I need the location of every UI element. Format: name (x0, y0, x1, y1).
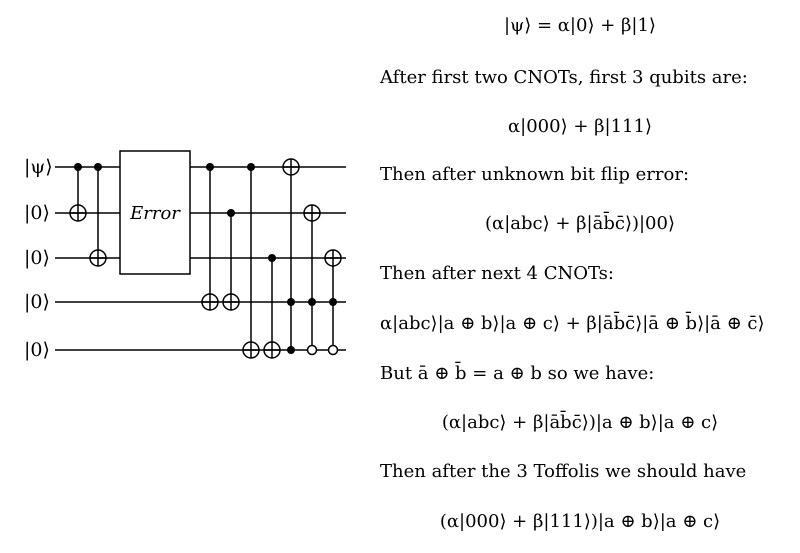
open-control (306, 344, 318, 356)
qubit-label-2: |0⟩ (24, 202, 50, 224)
qubit-label-3: |0⟩ (24, 247, 50, 269)
equation-factored-state: (α|abc⟩ + β|āb̄c̄⟩)|a ⊕ b⟩|a ⊕ c⟩ (441, 412, 719, 433)
control-dot (247, 163, 255, 171)
open-control (327, 344, 339, 356)
equation-error-state: (α|abc⟩ + β|āb̄c̄⟩)|00⟩ (485, 213, 675, 234)
control-dot (227, 209, 235, 217)
text-after-bit-flip: Then after unknown bit flip error: (380, 164, 690, 185)
error-box-label: Error (129, 203, 181, 224)
qubit-label-5: |0⟩ (24, 339, 50, 361)
error-box (119, 150, 191, 275)
control-dot (329, 298, 337, 306)
control-dot (94, 163, 102, 171)
equation-initial-state: |ψ⟩ = α|0⟩ + β|1⟩ (504, 15, 656, 36)
control-dot (287, 298, 295, 306)
equation-encoded-state: α|000⟩ + β|111⟩ (508, 116, 652, 137)
control-dot (287, 346, 295, 354)
equation-syndrome-state: α|abc⟩|a ⊕ b⟩|a ⊕ c⟩ + β|āb̄c̄⟩|ā ⊕ b̄⟩|… (380, 313, 765, 334)
equation-corrected-state: (α|000⟩ + β|111⟩)|a ⊕ b⟩|a ⊕ c⟩ (439, 511, 721, 532)
control-dot (206, 163, 214, 171)
qubit-label-4: |0⟩ (24, 291, 50, 313)
text-after-toffolis: Then after the 3 Toffolis we should have (380, 461, 747, 482)
text-after-two-cnots: After first two CNOTs, first 3 qubits ar… (380, 67, 748, 88)
text-after-four-cnots: Then after next 4 CNOTs: (380, 263, 614, 284)
text-xor-identity: But ā ⊕ b̄ = a ⊕ b so we have: (380, 363, 655, 384)
control-dot (74, 163, 82, 171)
control-dot (268, 254, 276, 262)
quantum-circuit: Error (55, 150, 346, 359)
qubit-label-1: |ψ⟩ (24, 156, 53, 178)
control-dot (308, 298, 316, 306)
